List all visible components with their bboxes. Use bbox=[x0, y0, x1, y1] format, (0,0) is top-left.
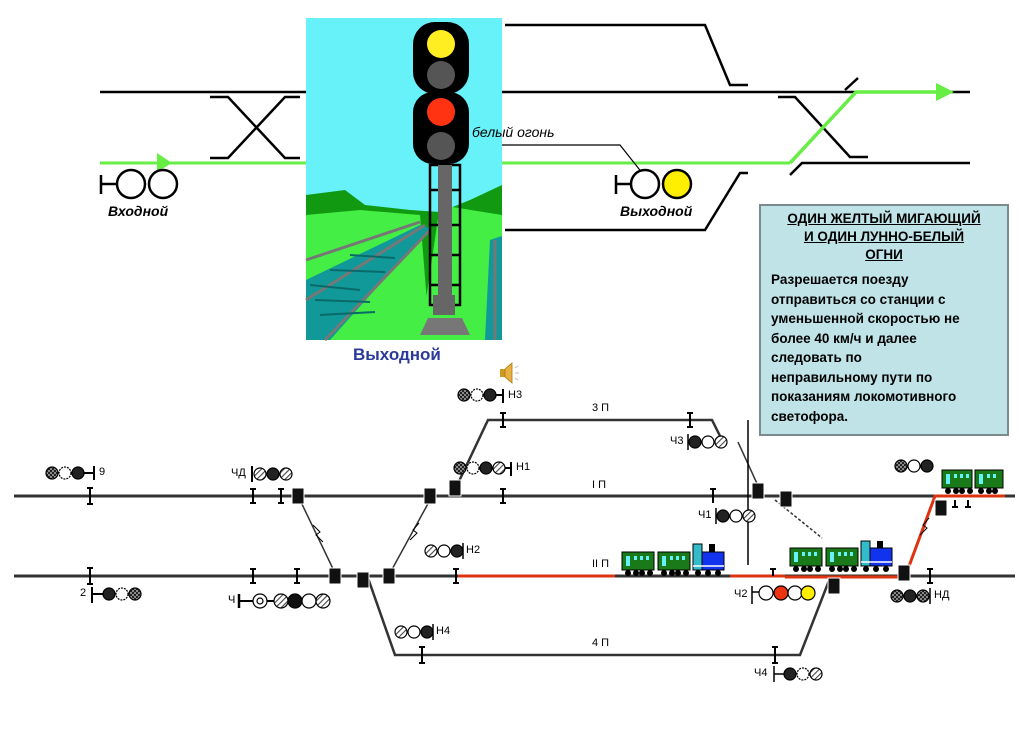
track-line bbox=[505, 171, 748, 232]
train-track2 bbox=[621, 543, 725, 576]
signal-label-ch3: Ч3 bbox=[670, 435, 684, 447]
info-body-line: неправильному пути по bbox=[771, 369, 933, 385]
signal-label-n3: Н3 bbox=[508, 389, 523, 401]
signal-label-n1: Н1 bbox=[516, 461, 531, 473]
info-body-line: более 40 км/ч и далее bbox=[771, 330, 917, 346]
signal-label-nd: НД bbox=[934, 589, 950, 601]
info-body-line: светофора. bbox=[771, 408, 849, 424]
route-line bbox=[788, 90, 944, 165]
info-body-line: показаниям локомотивного bbox=[771, 389, 957, 404]
signal-label-2: 2 bbox=[80, 587, 87, 599]
signal-label-9: 9 bbox=[99, 466, 106, 478]
speaker-icon[interactable] bbox=[500, 362, 519, 384]
signal-chd bbox=[251, 466, 293, 482]
joint-markers bbox=[87, 412, 971, 664]
signal-picture-caption: Выходной bbox=[353, 345, 441, 364]
signal-ch2 bbox=[751, 585, 816, 604]
white-light-label: белый огонь bbox=[472, 124, 555, 140]
info-title-line: ОДИН ЖЕЛТЫЙ МИГАЮЩИЙ bbox=[787, 211, 981, 226]
info-box: ОДИН ЖЕЛТЫЙ МИГАЮЩИЙ И ОДИН ЛУННО-БЕЛЫЙ … bbox=[759, 204, 1009, 436]
upper-dark-light bbox=[427, 61, 455, 89]
rails-image bbox=[305, 220, 502, 342]
signal-n4 bbox=[394, 624, 434, 640]
lower-dark-light bbox=[427, 132, 455, 160]
signal-ch bbox=[237, 593, 331, 609]
crossover-left bbox=[210, 95, 300, 160]
info-body-line: уменьшенной скоростью не bbox=[771, 311, 960, 326]
signal-n3 bbox=[457, 388, 504, 403]
break-marks bbox=[312, 517, 930, 543]
signal-label-ch4: Ч4 bbox=[754, 667, 768, 679]
top-scheme bbox=[99, 23, 970, 232]
occupied-route bbox=[458, 494, 1005, 579]
train-track1 bbox=[941, 469, 1004, 494]
signal-nd bbox=[890, 588, 931, 604]
track-label-4: 4 П bbox=[592, 637, 610, 649]
signal-ch4 bbox=[773, 666, 823, 682]
route-arrow-icon bbox=[936, 83, 954, 101]
station-signals bbox=[45, 388, 934, 682]
info-body-line: Разрешается поезду bbox=[771, 272, 909, 287]
entry-signal-label: Входной bbox=[108, 203, 169, 219]
signal-picture bbox=[305, 18, 502, 342]
route-arrow-icon bbox=[157, 153, 172, 172]
info-title-line: И ОДИН ЛУННО-БЕЛЫЙ bbox=[803, 229, 965, 244]
track-label-3: 3 П bbox=[592, 402, 610, 414]
signal-label-n2: Н2 bbox=[466, 544, 481, 556]
signal-label-chd: ЧД bbox=[231, 467, 246, 479]
signal-label-ch2: Ч2 bbox=[734, 588, 748, 600]
info-title-line: ОГНИ bbox=[865, 247, 903, 262]
info-title: ОДИН ЖЕЛТЫЙ МИГАЮЩИЙ И ОДИН ЛУННО-БЕЛЫЙ … bbox=[771, 210, 997, 264]
track-label-2: II П bbox=[592, 558, 610, 570]
signal-label-ch1: Ч1 bbox=[698, 509, 712, 521]
upper-yellow-light bbox=[427, 30, 455, 58]
exit-signal bbox=[614, 168, 693, 200]
exit-signal-label: Выходной bbox=[620, 203, 693, 219]
signal-label-ch: Ч bbox=[228, 594, 236, 606]
signal-top-right bbox=[894, 459, 934, 473]
track-line bbox=[505, 23, 748, 87]
station-tracks bbox=[14, 418, 1015, 657]
switch-markers bbox=[291, 479, 948, 595]
info-body-line: следовать по bbox=[771, 350, 862, 365]
track-label-1: I П bbox=[592, 479, 607, 491]
entry-signal bbox=[99, 168, 179, 200]
signal-ch3 bbox=[687, 434, 728, 450]
train-switch-area bbox=[789, 540, 893, 572]
lower-red-light bbox=[427, 98, 455, 126]
signal-2 bbox=[91, 587, 142, 603]
signal-n2 bbox=[424, 543, 464, 559]
signal-label-n4: Н4 bbox=[436, 625, 451, 637]
info-body: Разрешается поезду отправиться со станци… bbox=[771, 270, 997, 426]
signal-9 bbox=[45, 466, 95, 480]
info-body-line: отправиться со станции с bbox=[771, 291, 946, 307]
signal-ch1 bbox=[715, 508, 756, 524]
signal-n1 bbox=[453, 461, 512, 476]
